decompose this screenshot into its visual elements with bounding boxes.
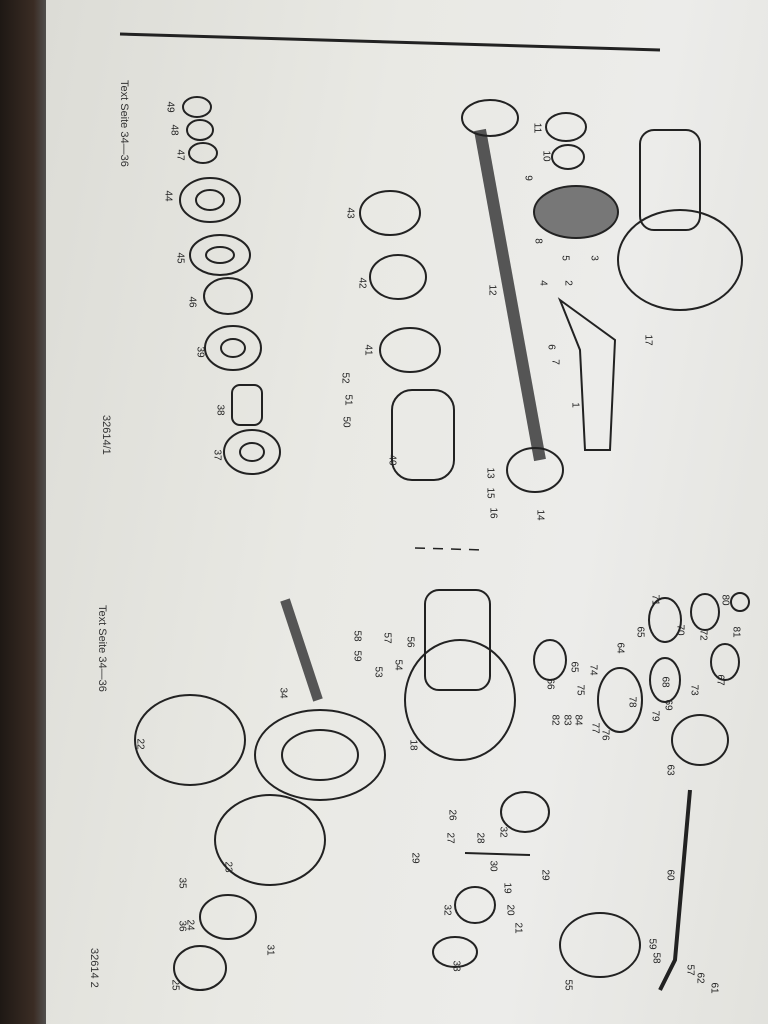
part-number-label: 24 [184, 919, 196, 931]
text-reference-bottom: Text Seite 34—36 [96, 605, 108, 692]
part-number-label: 67 [714, 674, 726, 686]
bottom-assembly-parts [134, 589, 750, 991]
part-number-label: 78 [626, 696, 638, 708]
part-number-label: 5 [559, 255, 571, 261]
part-number-label: 3 [588, 255, 600, 261]
part-number-label: 29 [409, 852, 421, 864]
part-number-label: 80 [719, 594, 731, 606]
part-number-label: 62 [694, 972, 706, 984]
part-number-label: 10 [540, 150, 552, 162]
part-number-label: 6 [545, 344, 557, 350]
part-number-label: 46 [186, 296, 198, 308]
part-number-label: 43 [344, 207, 356, 219]
top-edge-line [119, 32, 661, 52]
part-number-label: 60 [664, 869, 676, 881]
part-number-label: 44 [162, 190, 174, 202]
part-number-label: 70 [674, 624, 686, 636]
part-number-label: 84 [572, 714, 584, 726]
part-number-label: 29 [539, 869, 551, 881]
part-number-label: 38 [214, 404, 226, 416]
part-number-label: 34 [277, 687, 289, 699]
part-number-label: 57 [381, 632, 393, 644]
part-number-label: 59 [351, 650, 363, 662]
part-number-label: 30 [487, 860, 499, 872]
part-number-label: 59 [646, 938, 658, 950]
part-number-label: 37 [211, 449, 223, 461]
part-number-label: 32 [497, 826, 509, 838]
part-number-label: 71 [649, 594, 661, 606]
part-number-label: 14 [534, 509, 546, 521]
part-number-label: 28 [474, 832, 486, 844]
part-number-label: 32 [441, 904, 453, 916]
part-number-label: 58 [351, 630, 363, 642]
part-number-label: 64 [614, 642, 626, 654]
part-number-label: 22 [134, 738, 146, 750]
figure-number-bottom: 32614 2 [88, 948, 100, 988]
part-number-label: 27 [444, 832, 456, 844]
part-number-label: 79 [649, 710, 661, 722]
part-number-label: 35 [176, 877, 188, 889]
part-number-label: 66 [544, 678, 556, 690]
part-number-label: 11 [531, 122, 543, 134]
part-number-label: 76 [599, 729, 611, 741]
part-number-label: 12 [486, 284, 498, 296]
part-number-label: 42 [356, 277, 368, 289]
part-number-label: 4 [537, 280, 549, 286]
dark-background-edge [0, 0, 48, 1024]
part-number-label: 53 [372, 666, 384, 678]
part-number-label: 19 [501, 882, 513, 894]
part-number-label: 58 [650, 952, 662, 964]
part-number-label: 47 [174, 149, 186, 161]
part-number-label: 69 [662, 699, 674, 711]
part-number-label: 55 [562, 979, 574, 991]
part-number-label: 68 [659, 676, 671, 688]
figure-number-top: 32614/1 [100, 415, 112, 455]
top-assembly-parts [179, 96, 743, 493]
part-number-label: 17 [642, 334, 654, 346]
part-number-label: 20 [504, 904, 516, 916]
part-number-label: 26 [446, 809, 458, 821]
part-number-label: 8 [532, 238, 544, 244]
part-number-label: 2 [562, 280, 574, 286]
part-number-label: 61 [708, 982, 720, 994]
part-number-label: 54 [392, 659, 404, 671]
text-reference-top: Text Seite 34—36 [118, 80, 130, 167]
part-number-label: 16 [487, 507, 499, 519]
part-number-label: 18 [407, 739, 419, 751]
part-number-label: 51 [342, 394, 354, 406]
part-number-label: 74 [587, 664, 599, 676]
part-number-label: 72 [697, 629, 709, 641]
part-number-label: 75 [574, 684, 586, 696]
part-number-label: 9 [522, 175, 534, 181]
part-number-label: 40 [386, 454, 398, 466]
part-number-label: 48 [168, 124, 180, 136]
part-number-label: 56 [404, 636, 416, 648]
part-number-label: 65 [634, 626, 646, 638]
part-number-label: 81 [730, 626, 742, 638]
part-number-label: 1 [569, 402, 581, 408]
sheet-divider [414, 547, 486, 551]
part-number-label: 41 [362, 344, 374, 356]
part-number-label: 33 [450, 960, 462, 972]
part-number-label: 52 [339, 372, 351, 384]
part-number-label: 65 [568, 661, 580, 673]
part-number-label: 77 [589, 722, 601, 734]
part-number-label: 25 [169, 979, 181, 991]
part-number-label: 82 [549, 714, 561, 726]
part-number-label: 50 [340, 416, 352, 428]
part-number-label: 31 [264, 944, 276, 956]
part-number-label: 23 [222, 861, 234, 873]
part-number-label: 73 [688, 684, 700, 696]
part-number-label: 15 [484, 487, 496, 499]
part-number-label: 83 [561, 714, 573, 726]
part-number-label: 49 [164, 101, 176, 113]
part-number-label: 7 [549, 359, 561, 365]
part-number-label: 63 [664, 764, 676, 776]
part-number-label: 21 [512, 922, 524, 934]
part-number-label: 45 [174, 252, 186, 264]
part-number-label: 13 [484, 467, 496, 479]
part-number-label: 39 [194, 346, 206, 358]
parts-diagram-sheet [46, 0, 768, 1024]
